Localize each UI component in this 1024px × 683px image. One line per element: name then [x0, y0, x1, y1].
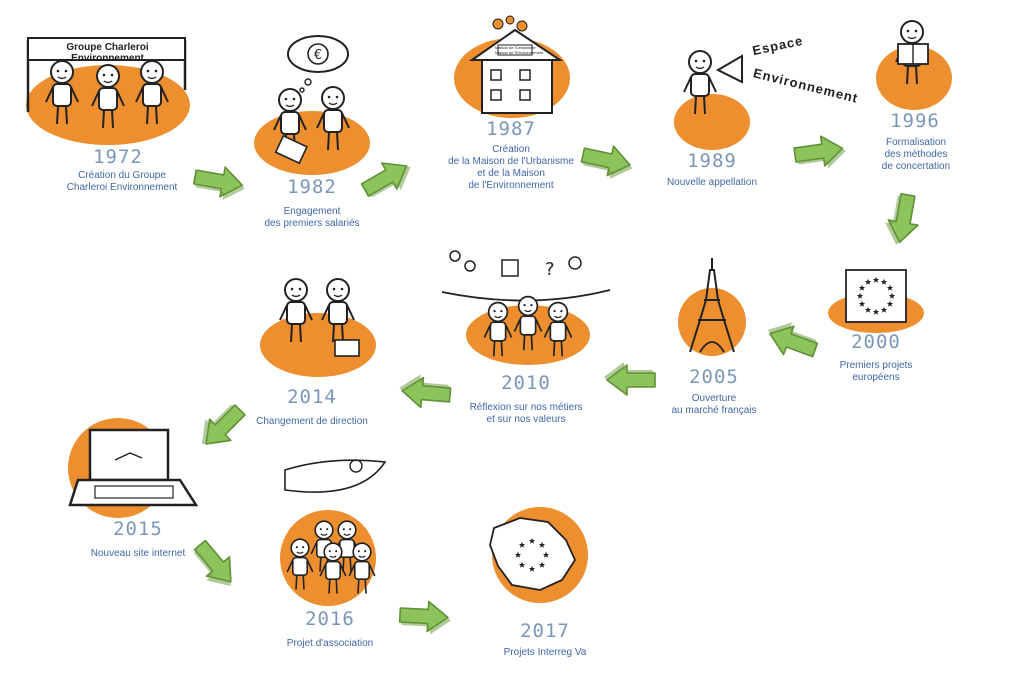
year-1996: 1996: [890, 110, 940, 132]
year-1989: 1989: [687, 150, 737, 172]
milestone-2017-illustration: [489, 507, 588, 603]
milestone-1989-illustration: [674, 50, 750, 150]
milestone-2000-illustration: [828, 269, 924, 333]
year-2000: 2000: [851, 331, 901, 353]
year-2014: 2014: [287, 386, 337, 408]
arrow-2010-2014: [397, 371, 453, 411]
year-2010: 2010: [501, 372, 551, 394]
year-1982: 1982: [287, 176, 337, 198]
arrow-2015-2016: [185, 534, 246, 597]
milestone-1982-illustration: €: [254, 35, 370, 175]
caption-2015: Nouveau site internet: [90, 548, 186, 559]
house-sign-line-2: Maison de l'Environnement: [495, 50, 544, 55]
arrow-1996-2000: [880, 191, 924, 249]
caption-2014: Changement de direction: [256, 416, 368, 427]
milestone-2014-illustration: [260, 278, 376, 377]
svg-text:€: €: [314, 48, 322, 63]
year-2017: 2017: [520, 620, 570, 642]
milestone-1987-illustration: [454, 15, 570, 118]
arrow-2000-2005: [761, 314, 822, 365]
banner-text: Groupe Charleroi Environnement: [66, 42, 149, 64]
house-sign-line-1: Maison de l'Urbanisme: [495, 45, 536, 50]
milestone-2015-illustration: [68, 418, 199, 518]
year-2016: 2016: [305, 608, 355, 630]
caption-2017: Projets Interreg Va: [503, 647, 587, 658]
caption-1989: Nouvelle appellation: [666, 177, 758, 188]
milestone-1996-illustration: [876, 20, 952, 110]
year-1972: 1972: [93, 146, 143, 168]
caption-2016: Projet d'association: [286, 638, 374, 649]
milestone-2010-illustration: ?: [441, 250, 611, 365]
year-2015: 2015: [113, 518, 163, 540]
year-1987: 1987: [486, 118, 536, 140]
milestone-2016-illustration: [280, 459, 387, 606]
year-2005: 2005: [689, 366, 739, 388]
milestone-1972-illustration: [26, 37, 190, 145]
milestone-2005-illustration: [678, 258, 746, 356]
arrow-2005-2010: [603, 361, 656, 396]
svg-text:?: ?: [545, 259, 555, 280]
arrow-2016-2017: [398, 599, 453, 637]
